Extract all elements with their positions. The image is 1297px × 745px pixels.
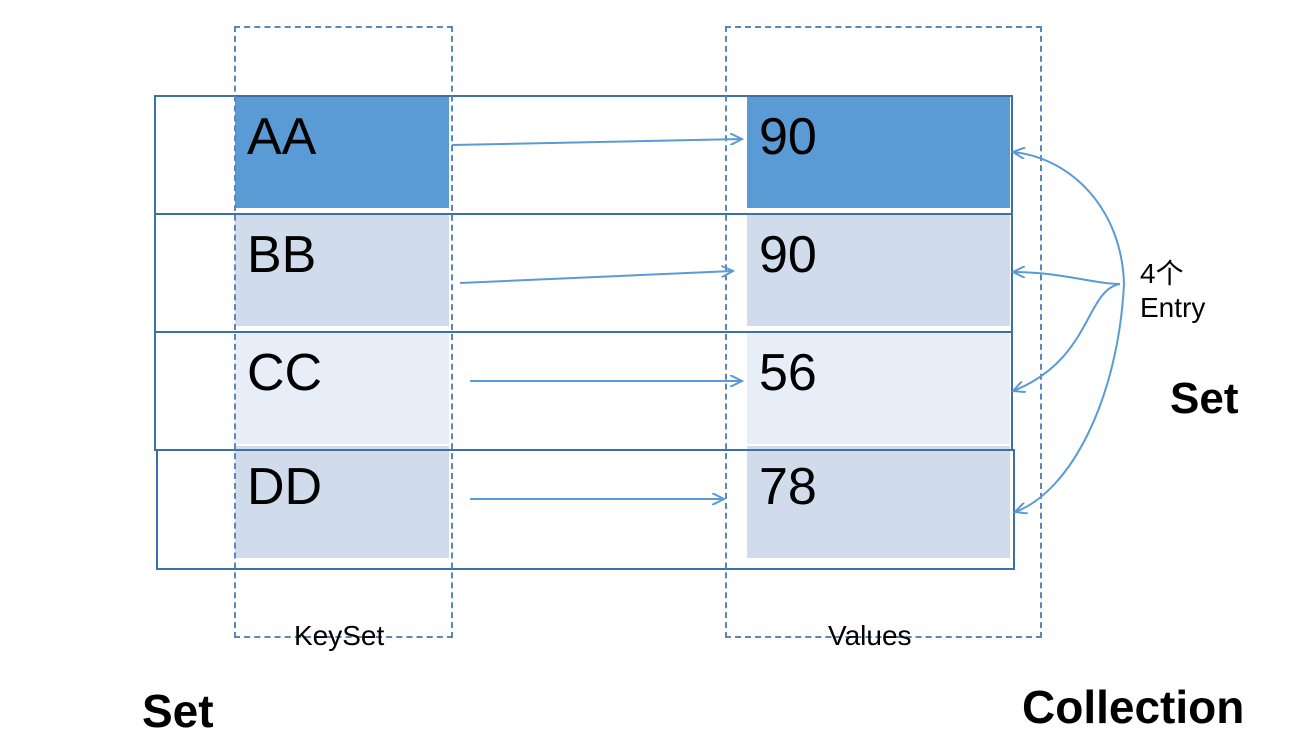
key-text-aa: AA — [247, 108, 317, 166]
keyset-box — [234, 26, 453, 638]
value-cell-cc: 56 — [747, 332, 1010, 444]
entry-curve-4 — [1015, 283, 1125, 512]
collection-label: Collection — [1022, 681, 1245, 733]
values-box — [725, 26, 1042, 638]
key-text-bb: BB — [247, 226, 317, 284]
key-cell-bb: BB — [235, 214, 449, 326]
entry-label: Entry — [1140, 292, 1206, 323]
value-text-bb: 90 — [759, 226, 817, 284]
right-set-label: Set — [1170, 374, 1239, 423]
keyset-label: KeySet — [294, 620, 385, 651]
value-text-dd: 78 — [759, 458, 817, 516]
bottom-set-label: Set — [142, 685, 214, 737]
entry-curve-1 — [1013, 152, 1125, 285]
value-text-aa: 90 — [759, 108, 817, 166]
key-text-dd: DD — [247, 458, 323, 516]
value-cell-aa: 90 — [747, 96, 1010, 208]
value-cell-bb: 90 — [747, 214, 1010, 326]
value-text-cc: 56 — [759, 344, 817, 402]
key-text-cc: CC — [247, 344, 323, 402]
key-cell-aa: AA — [235, 96, 449, 208]
arrow-aa — [451, 139, 742, 146]
key-cell-cc: CC — [235, 332, 449, 444]
key-cell-dd: DD — [235, 446, 449, 558]
value-cell-dd: 78 — [747, 446, 1010, 558]
entry-count-label: 4个 — [1140, 258, 1184, 289]
values-label: Values — [828, 620, 912, 651]
arrow-bb — [459, 271, 733, 284]
entry-curve-3 — [1013, 283, 1121, 391]
entry-curve-2 — [1013, 272, 1121, 285]
